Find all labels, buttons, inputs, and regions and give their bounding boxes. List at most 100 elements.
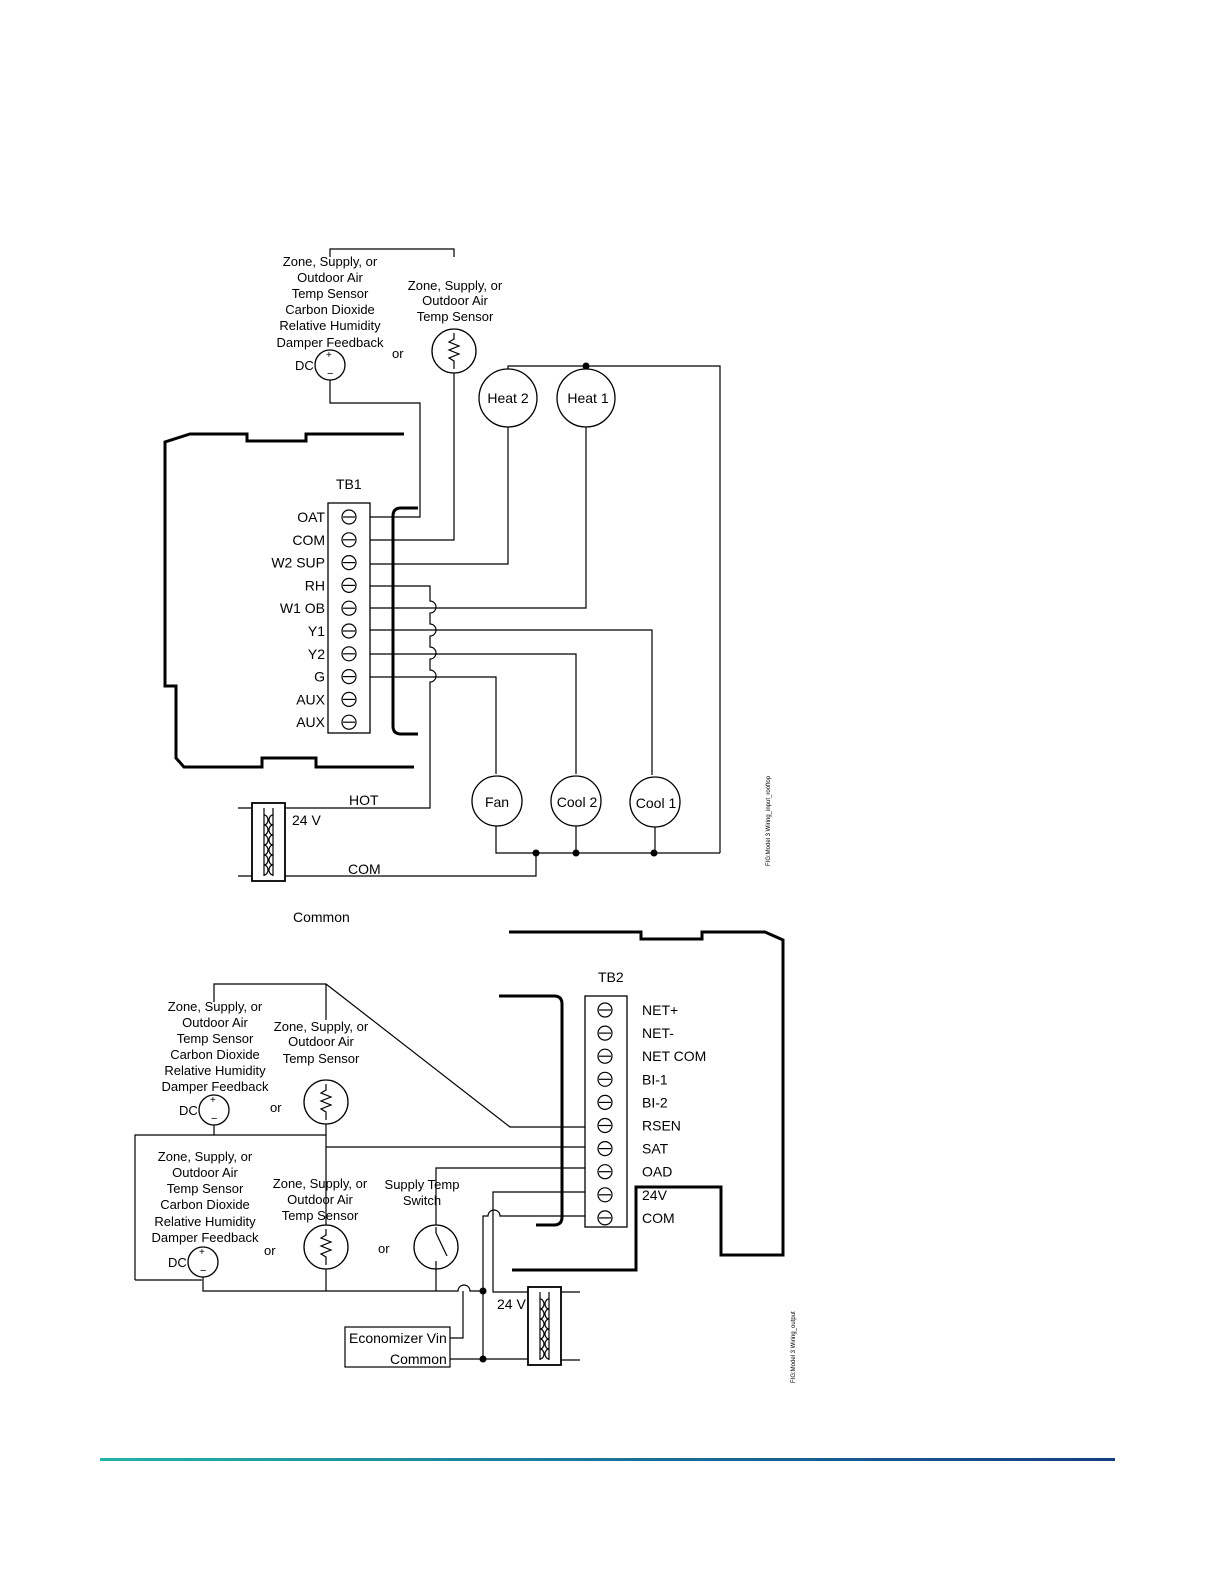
- economizer-common-label: Common: [390, 1351, 447, 1367]
- tb2-wiring-diagram: NET+NET-NET COMBI-1BI-2RSENSATOAD24VCOM …: [134, 930, 797, 1383]
- tb1-terminal-label: COM: [292, 532, 325, 548]
- heat1-label: Heat 1: [567, 390, 608, 406]
- hot-label: HOT: [349, 792, 379, 808]
- tb2-terminal-label: SAT: [642, 1141, 669, 1157]
- dc-source-2a-icon: + −: [198, 1094, 230, 1126]
- temp-switch-icon: [413, 1224, 459, 1270]
- sensor-b-label: Zone, Supply, or Outdoor Air Temp Sensor: [408, 278, 503, 324]
- thermistor-icon: [431, 328, 477, 374]
- tb2-screws: [597, 1002, 613, 1226]
- svg-text:Damper Feedback: Damper Feedback: [277, 335, 384, 350]
- svg-text:+: +: [199, 1247, 205, 1258]
- wire-y2: [370, 653, 577, 774]
- thermistor-2c-icon: [303, 1224, 349, 1270]
- svg-text:Outdoor Air: Outdoor Air: [172, 1165, 238, 1180]
- svg-text:Carbon Dioxide: Carbon Dioxide: [285, 302, 375, 317]
- dc-source-2c-icon: + −: [187, 1246, 219, 1278]
- tb1-terminal-label: W1 OB: [280, 600, 325, 616]
- tb1-terminal-label: AUX: [296, 691, 325, 707]
- svg-text:Outdoor Air: Outdoor Air: [422, 293, 488, 308]
- thermistor-2a-icon: [303, 1079, 349, 1125]
- 24v-label-2: 24 V: [497, 1296, 526, 1312]
- or-label-2a: or: [270, 1100, 282, 1115]
- svg-text:+: +: [210, 1095, 216, 1106]
- or-label-2c: or: [264, 1243, 276, 1258]
- wire-com: [370, 373, 455, 541]
- transformer-2-icon: [527, 1286, 580, 1366]
- svg-text:Temp Sensor: Temp Sensor: [283, 1051, 360, 1066]
- svg-text:Temp Sensor: Temp Sensor: [177, 1031, 254, 1046]
- switch-label: Supply Temp Switch: [385, 1177, 460, 1208]
- wire-sensor-a-top: [329, 248, 455, 257]
- wire-sensor-bottom-common: [202, 1277, 483, 1292]
- tb2-terminal-label: COM: [642, 1210, 675, 1226]
- wire-rh-hot: [238, 585, 437, 809]
- svg-text:Relative Humidity: Relative Humidity: [154, 1214, 256, 1229]
- svg-text:Switch: Switch: [403, 1193, 441, 1208]
- wire-heat-common: [507, 365, 721, 853]
- wire-switch: [435, 1167, 585, 1225]
- wire-sensor-frame: [134, 1134, 214, 1280]
- wire-tb2-com: [482, 1209, 585, 1360]
- economizer-vin-label: Economizer Vin: [349, 1330, 447, 1346]
- svg-text:Temp Sensor: Temp Sensor: [292, 286, 369, 301]
- common-label: Common: [293, 909, 350, 925]
- footer-rule: [100, 1458, 1115, 1461]
- svg-text:Carbon Dioxide: Carbon Dioxide: [160, 1197, 250, 1212]
- tb1-label: TB1: [336, 476, 362, 492]
- wire-w2sup: [370, 427, 509, 565]
- or-label-2d: or: [378, 1241, 390, 1256]
- wire-oat: [329, 380, 421, 518]
- tb2-terminal-label: OAD: [642, 1164, 672, 1180]
- svg-text:Relative Humidity: Relative Humidity: [279, 318, 381, 333]
- fan-label: Fan: [485, 794, 509, 810]
- svg-text:Zone, Supply, or: Zone, Supply, or: [408, 278, 503, 293]
- tb1-terminal-label: G: [314, 669, 325, 685]
- svg-text:Relative Humidity: Relative Humidity: [164, 1063, 266, 1078]
- tb2-terminal-label: BI-2: [642, 1094, 668, 1110]
- svg-text:−: −: [327, 368, 333, 380]
- dc-label: DC: [295, 358, 314, 373]
- svg-text:Damper Feedback: Damper Feedback: [152, 1230, 259, 1245]
- sensor-a-label: Zone, Supply, or Outdoor Air Temp Sensor…: [277, 254, 384, 350]
- or-label: or: [392, 346, 404, 361]
- sensor-d2-label: Zone, Supply, or Outdoor Air Temp Sensor: [273, 1176, 368, 1223]
- wire-sat: [325, 1135, 585, 1148]
- cool2-label: Cool 2: [557, 794, 598, 810]
- figure-note-2: FIG:Model 3 Wiring_output: [791, 1311, 797, 1383]
- cool1-label: Cool 1: [636, 795, 677, 811]
- tb2-terminal-label: NET-: [642, 1025, 674, 1041]
- svg-text:Temp Sensor: Temp Sensor: [417, 309, 494, 324]
- tb2-terminal-label: NET COM: [642, 1048, 706, 1064]
- tb1-terminal-label: AUX: [296, 714, 325, 730]
- svg-text:Carbon Dioxide: Carbon Dioxide: [170, 1047, 260, 1062]
- dc-source-icon: + −: [314, 349, 346, 381]
- svg-text:−: −: [211, 1113, 217, 1125]
- svg-text:+: +: [326, 350, 332, 361]
- dc-label-2c: DC: [168, 1255, 187, 1270]
- tb2-terminal-label: BI-1: [642, 1071, 668, 1087]
- fan-relay-icon: [471, 775, 523, 827]
- 24v-label: 24 V: [292, 812, 321, 828]
- svg-text:−: −: [200, 1265, 206, 1277]
- svg-text:Outdoor Air: Outdoor Air: [297, 270, 363, 285]
- tb1-terminal-label: Y2: [308, 646, 325, 662]
- svg-text:Damper Feedback: Damper Feedback: [162, 1079, 269, 1094]
- svg-text:Outdoor Air: Outdoor Air: [182, 1015, 248, 1030]
- transformer-icon: [251, 802, 286, 882]
- tb1-terminal-label: W2 SUP: [271, 555, 325, 571]
- sensor-c2-label: Zone, Supply, or Outdoor Air Temp Sensor…: [152, 1149, 259, 1245]
- wire-sensor-a2-bottom: [213, 1124, 327, 1136]
- wire-com-return: [238, 853, 537, 877]
- tb1-screws: [341, 509, 357, 730]
- wire-relay-common: [495, 826, 720, 854]
- tb1-terminal-label: Y1: [308, 623, 325, 639]
- wire-econ-vin: [450, 1291, 464, 1339]
- svg-text:Zone, Supply, or: Zone, Supply, or: [283, 254, 378, 269]
- tb1-terminal-label: OAT: [297, 509, 325, 525]
- heat2-label: Heat 2: [487, 390, 528, 406]
- svg-text:Zone, Supply, or: Zone, Supply, or: [158, 1149, 253, 1164]
